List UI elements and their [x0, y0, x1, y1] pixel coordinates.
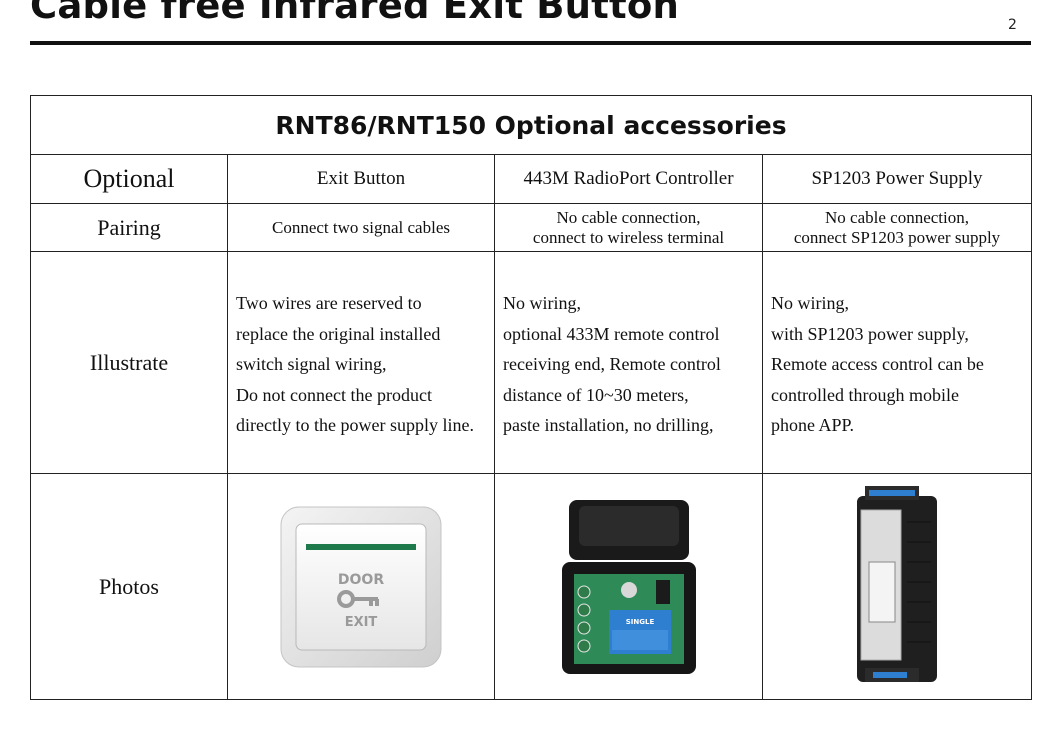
row-label-pairing: Pairing: [30, 203, 228, 252]
pairing-line: connect SP1203 power supply: [793, 227, 1001, 247]
illustrate-radioport-controller: No wiring, optional 433M remote control …: [494, 251, 763, 474]
illustrate-exit-button: Two wires are reserved to replace the or…: [227, 251, 495, 474]
illustrate-line: No wiring,: [503, 293, 581, 313]
pairing-line: Connect two signal cables: [272, 217, 450, 237]
illustrate-line: directly to the power supply line.: [236, 415, 474, 435]
accessories-table: RNT86/RNT150 Optional accessories Option…: [30, 95, 1032, 700]
illustrate-line: controlled through mobile: [771, 384, 959, 405]
illustrate-line: switch signal wiring,: [236, 354, 387, 374]
row-label-photos: Photos: [30, 473, 228, 700]
illustrate-line: replace the original installed: [236, 323, 441, 344]
relay-label: SINGLE: [625, 618, 654, 626]
photo-exit-button-cell: DOOR EXIT: [227, 473, 495, 700]
pairing-exit-button: Connect two signal cables: [227, 203, 495, 252]
title-underline: [30, 41, 1031, 45]
photo-power-supply-cell: [762, 473, 1032, 700]
illustrate-line: optional 433M remote control: [503, 323, 720, 344]
row-label-illustrate: Illustrate: [30, 251, 228, 474]
key-icon: [337, 589, 379, 608]
illustrate-line: with SP1203 power supply,: [771, 323, 969, 344]
illustrate-line: phone APP.: [771, 415, 855, 435]
pairing-line: No cable connection,: [556, 207, 701, 227]
illustrate-line: Do not connect the product: [236, 384, 432, 405]
illustrate-line: distance of 10~30 meters,: [503, 384, 689, 405]
table-title: RNT86/RNT150 Optional accessories: [30, 95, 1032, 155]
optional-row: Optional Exit Button 443M RadioPort Cont…: [30, 154, 1032, 204]
exit-button-exit-label: EXIT: [345, 615, 378, 630]
photos-row: Photos DOOR: [30, 473, 1032, 700]
radioport-controller-photo: SINGLE: [561, 499, 696, 674]
table-title-row: RNT86/RNT150 Optional accessories: [30, 95, 1032, 155]
illustrate-line: paste installation, no drilling,: [503, 415, 714, 435]
pairing-line: No cable connection,: [825, 207, 969, 227]
power-supply-photo: [857, 485, 937, 682]
photo-radioport-controller-cell: SINGLE: [494, 473, 763, 700]
illustrate-row: Illustrate Two wires are reserved to rep…: [30, 251, 1032, 474]
column-header-radioport-controller: 443M RadioPort Controller: [494, 154, 763, 204]
column-header-power-supply: SP1203 Power Supply: [762, 154, 1032, 204]
exit-button-door-label: DOOR: [338, 572, 384, 588]
page-number: 2: [1008, 17, 1017, 33]
illustrate-line: No wiring,: [771, 293, 849, 313]
illustrate-power-supply: No wiring, with SP1203 power supply, Rem…: [762, 251, 1032, 474]
pairing-power-supply: No cable connection, connect SP1203 powe…: [762, 203, 1032, 252]
illustrate-line: receiving end, Remote control: [503, 354, 721, 374]
exit-button-indicator: [306, 543, 416, 550]
row-label-optional: Optional: [30, 154, 228, 204]
page-title: Cable free Infrared Exit Button: [30, 0, 680, 27]
illustrate-line: Two wires are reserved to: [236, 293, 422, 313]
column-header-exit-button: Exit Button: [227, 154, 495, 204]
pairing-row: Pairing Connect two signal cables No cab…: [30, 203, 1032, 252]
exit-button-photo: DOOR EXIT: [280, 506, 442, 667]
pairing-radioport-controller: No cable connection, connect to wireless…: [494, 203, 763, 252]
pairing-line: connect to wireless terminal: [532, 227, 725, 247]
illustrate-line: Remote access control can be: [771, 354, 984, 374]
